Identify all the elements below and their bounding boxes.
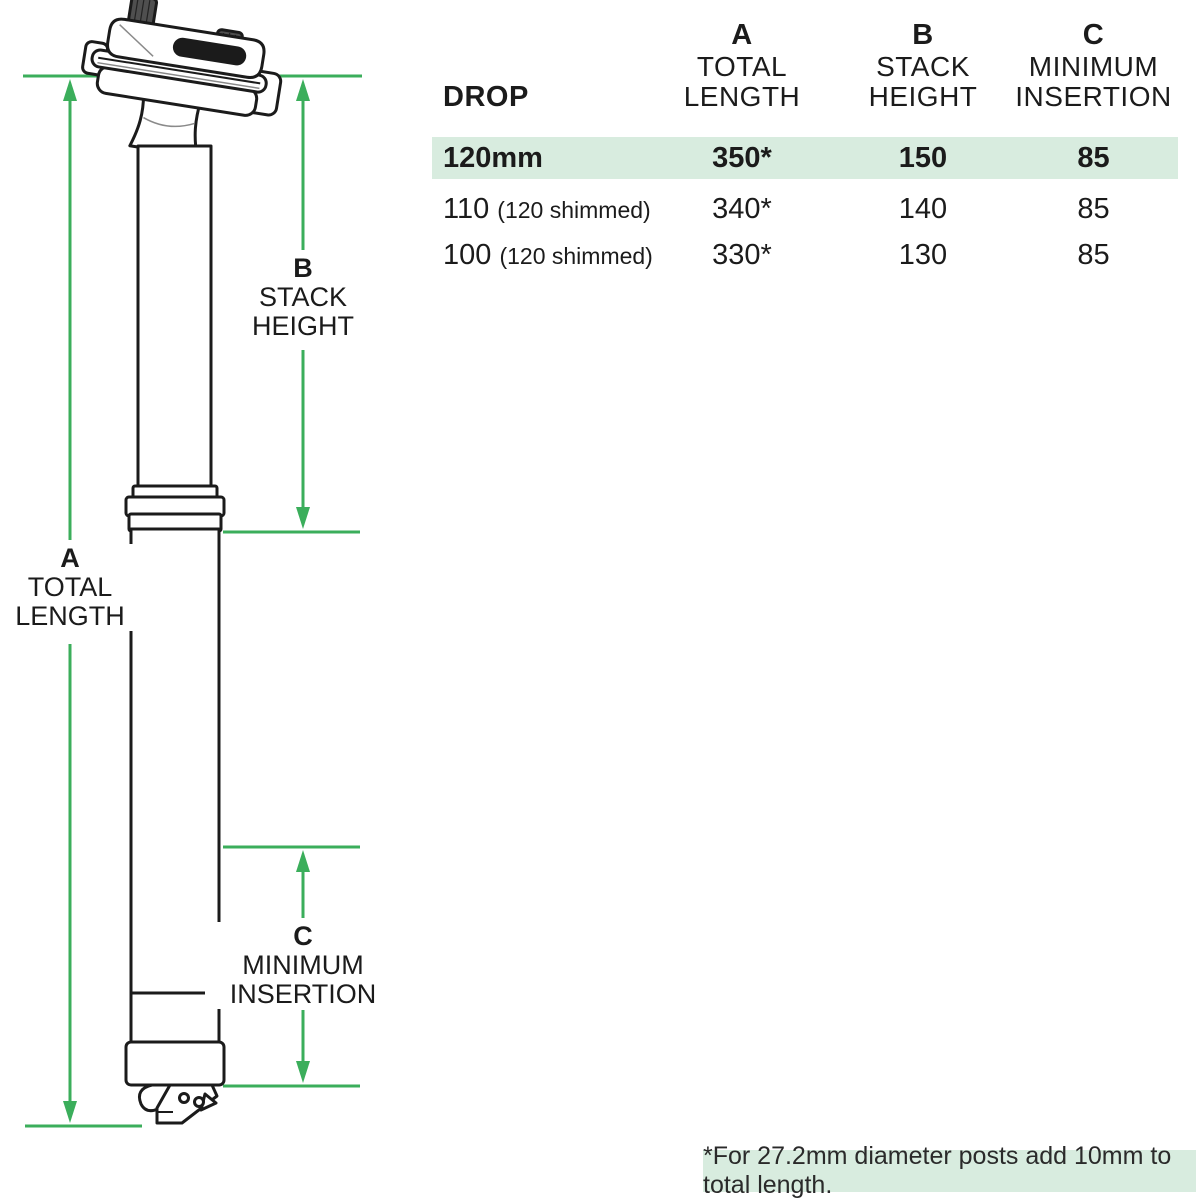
arrow-up-icon <box>63 79 77 101</box>
footnote: *For 27.2mm diameter posts add 10mm to t… <box>703 1142 1196 1199</box>
dim-letter-a: A <box>60 543 80 573</box>
dim-label-stack-height: B STACK HEIGHT <box>213 254 393 341</box>
col-header-total-length: A TOTAL LENGTH <box>683 19 801 112</box>
dimension-lines <box>23 74 362 1128</box>
table-row-110: 110 (120 shimmed) 340* 140 85 <box>432 186 1178 232</box>
total-length-value: 330* <box>712 238 772 271</box>
dim-b-line1: STACK <box>258 282 347 312</box>
arrow-down-icon <box>296 507 310 529</box>
stack-height-value: 150 <box>898 141 948 174</box>
dim-a-line1: TOTAL <box>27 572 113 602</box>
arrow-down-icon <box>296 1061 310 1083</box>
col-header-stack-height: B STACK HEIGHT <box>868 19 978 112</box>
dim-line-b <box>223 79 360 534</box>
drop-value: 100 (120 shimmed) <box>443 238 653 271</box>
drop-value: 120mm <box>443 141 543 174</box>
rail-slot-icon <box>172 37 247 66</box>
min-insertion-value: 85 <box>1077 192 1110 225</box>
dim-line-c <box>223 845 360 1088</box>
upper-tube <box>136 144 213 494</box>
lower-tube-band <box>129 991 221 1044</box>
total-length-value: 350* <box>712 141 772 174</box>
drop-header-cell: DROP <box>432 18 647 112</box>
drop-note: (120 shimmed) <box>499 242 653 269</box>
dim-a-line2: LENGTH <box>15 601 125 631</box>
spec-table: DROP A TOTAL LENGTH B STACK HEIGHT C MIN… <box>432 18 1178 278</box>
actuator-lever <box>137 1083 219 1125</box>
arrow-up-icon <box>296 79 310 101</box>
col-header-minimum-insertion: C MINIMUM INSERTION <box>1015 19 1172 112</box>
seatpost-illustration <box>81 0 283 1125</box>
dim-letter-c: C <box>293 921 313 951</box>
dim-label-minimum-insertion: C MINIMUM INSERTION <box>205 922 401 1009</box>
collar <box>124 484 226 533</box>
dim-label-total-length: A TOTAL LENGTH <box>0 544 160 631</box>
seatpost-diagram <box>23 0 362 1128</box>
seatpost-head <box>81 0 283 158</box>
stack-height-value: 140 <box>898 192 948 225</box>
arrow-up-icon <box>296 850 310 872</box>
total-length-value: 340* <box>712 192 772 225</box>
arrow-down-icon <box>63 1101 77 1123</box>
dim-b-line2: HEIGHT <box>251 311 354 341</box>
footnote-text: *For 27.2mm diameter posts add 10mm to t… <box>703 1142 1172 1199</box>
drop-note: (120 shimmed) <box>497 196 651 223</box>
dim-letter-b: B <box>293 253 313 283</box>
dim-c-line1: MINIMUM <box>242 950 364 980</box>
dim-line-a <box>25 79 142 1128</box>
bottom-cap <box>124 1040 226 1087</box>
table-row-100: 100 (120 shimmed) 330* 130 85 <box>432 232 1178 278</box>
table-row-120mm: 120mm 350* 150 85 <box>432 137 1178 179</box>
drop-value: 110 (120 shimmed) <box>443 192 651 225</box>
stack-height-value: 130 <box>898 238 948 271</box>
drop-header-label: DROP <box>443 81 529 113</box>
min-insertion-value: 85 <box>1077 141 1110 174</box>
spec-table-header: DROP A TOTAL LENGTH B STACK HEIGHT C MIN… <box>432 18 1178 112</box>
min-insertion-value: 85 <box>1077 238 1110 271</box>
dim-c-line2: INSERTION <box>229 979 377 1009</box>
